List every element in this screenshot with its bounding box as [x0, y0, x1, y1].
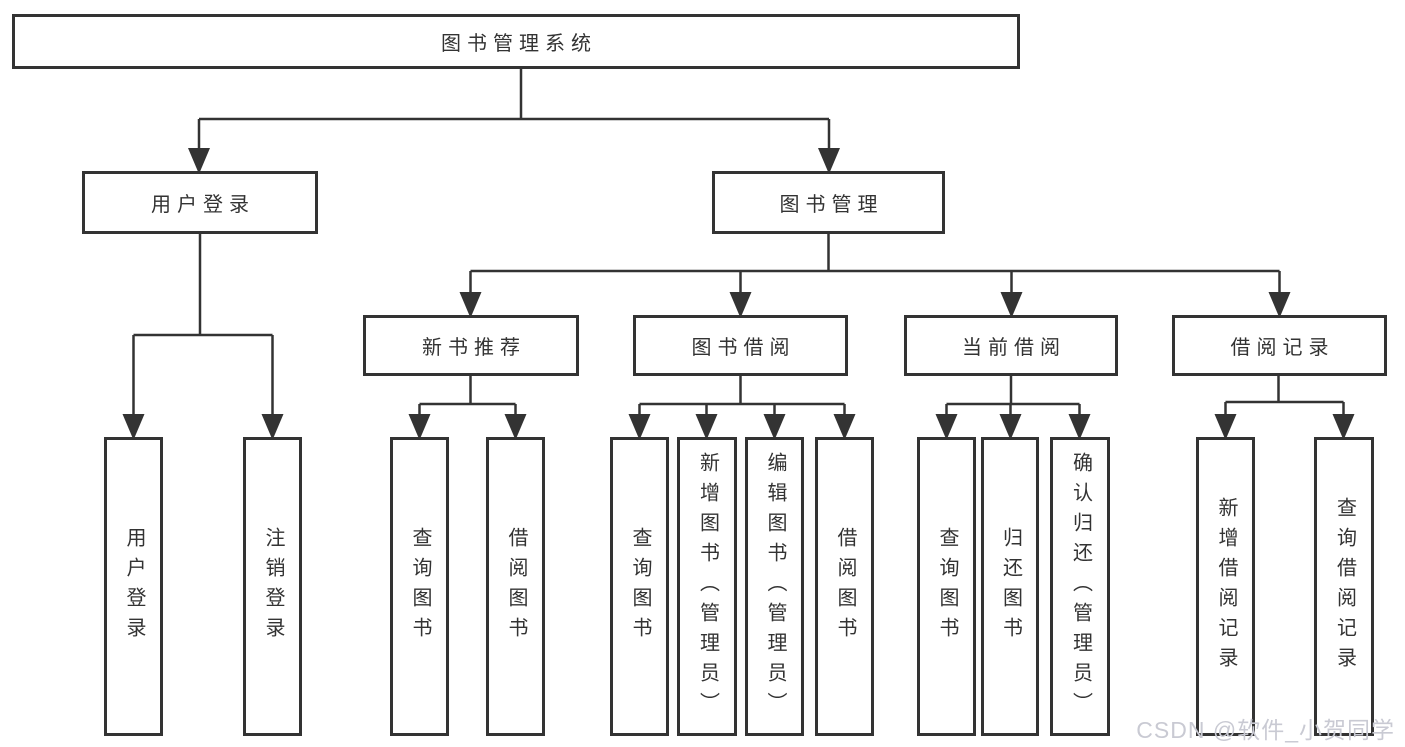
leaf-label: 用户登录	[123, 526, 145, 647]
leaf-edit-book-admin: 编辑图书（管理员）	[745, 437, 804, 736]
leaf-label: 归还图书	[999, 526, 1022, 647]
node-borrow-records: 借阅记录	[1172, 315, 1387, 376]
leaf-label: 查询图书	[629, 526, 651, 647]
leaf-label: 新增图书（管理员）	[696, 451, 719, 722]
leaf-label: 借阅图书	[505, 526, 527, 647]
leaf-add-borrow-record: 新增借阅记录	[1196, 437, 1255, 736]
node-user-login: 用户登录	[82, 171, 318, 234]
connector-current-borrow-to-leaves	[935, 376, 1091, 440]
leaf-query-books-2: 查询图书	[610, 437, 669, 736]
leaf-label: 查询图书	[409, 526, 431, 647]
connector-user-login-to-leaves	[122, 234, 284, 440]
leaf-add-book-admin: 新增图书（管理员）	[677, 437, 737, 736]
connector-new-books-to-leaves	[408, 376, 527, 440]
leaf-label: 查询图书	[936, 526, 958, 647]
node-book-management: 图书管理	[712, 171, 945, 234]
leaf-label: 编辑图书（管理员）	[764, 451, 786, 722]
leaf-borrow-books-2: 借阅图书	[815, 437, 874, 736]
leaf-label: 查询借阅记录	[1333, 496, 1356, 677]
node-book-borrow: 图书借阅	[633, 315, 848, 376]
leaf-label: 新增借阅记录	[1215, 496, 1237, 677]
connector-book-borrow-to-leaves	[628, 376, 856, 440]
leaf-query-books-1: 查询图书	[390, 437, 449, 736]
connector-book-mgmt-to-level3	[459, 234, 1291, 318]
leaf-return-book: 归还图书	[981, 437, 1039, 736]
node-new-book-recommend: 新书推荐	[363, 315, 579, 376]
leaf-logout: 注销登录	[243, 437, 302, 736]
connector-root-to-level2	[188, 69, 840, 174]
leaf-borrow-books-1: 借阅图书	[486, 437, 545, 736]
leaf-query-books-3: 查询图书	[917, 437, 976, 736]
node-library-management-system: 图书管理系统	[12, 14, 1020, 69]
leaf-confirm-return-admin: 确认归还（管理员）	[1050, 437, 1110, 736]
leaf-query-borrow-record: 查询借阅记录	[1314, 437, 1374, 736]
node-current-borrow: 当前借阅	[904, 315, 1118, 376]
leaf-label: 借阅图书	[834, 526, 856, 647]
leaf-label: 确认归还（管理员）	[1069, 451, 1092, 722]
leaf-label: 注销登录	[262, 526, 284, 647]
connector-borrow-records-to-leaves	[1214, 376, 1355, 440]
watermark: CSDN @软件_小贺同学	[1136, 717, 1395, 743]
leaf-user-login: 用户登录	[104, 437, 163, 736]
